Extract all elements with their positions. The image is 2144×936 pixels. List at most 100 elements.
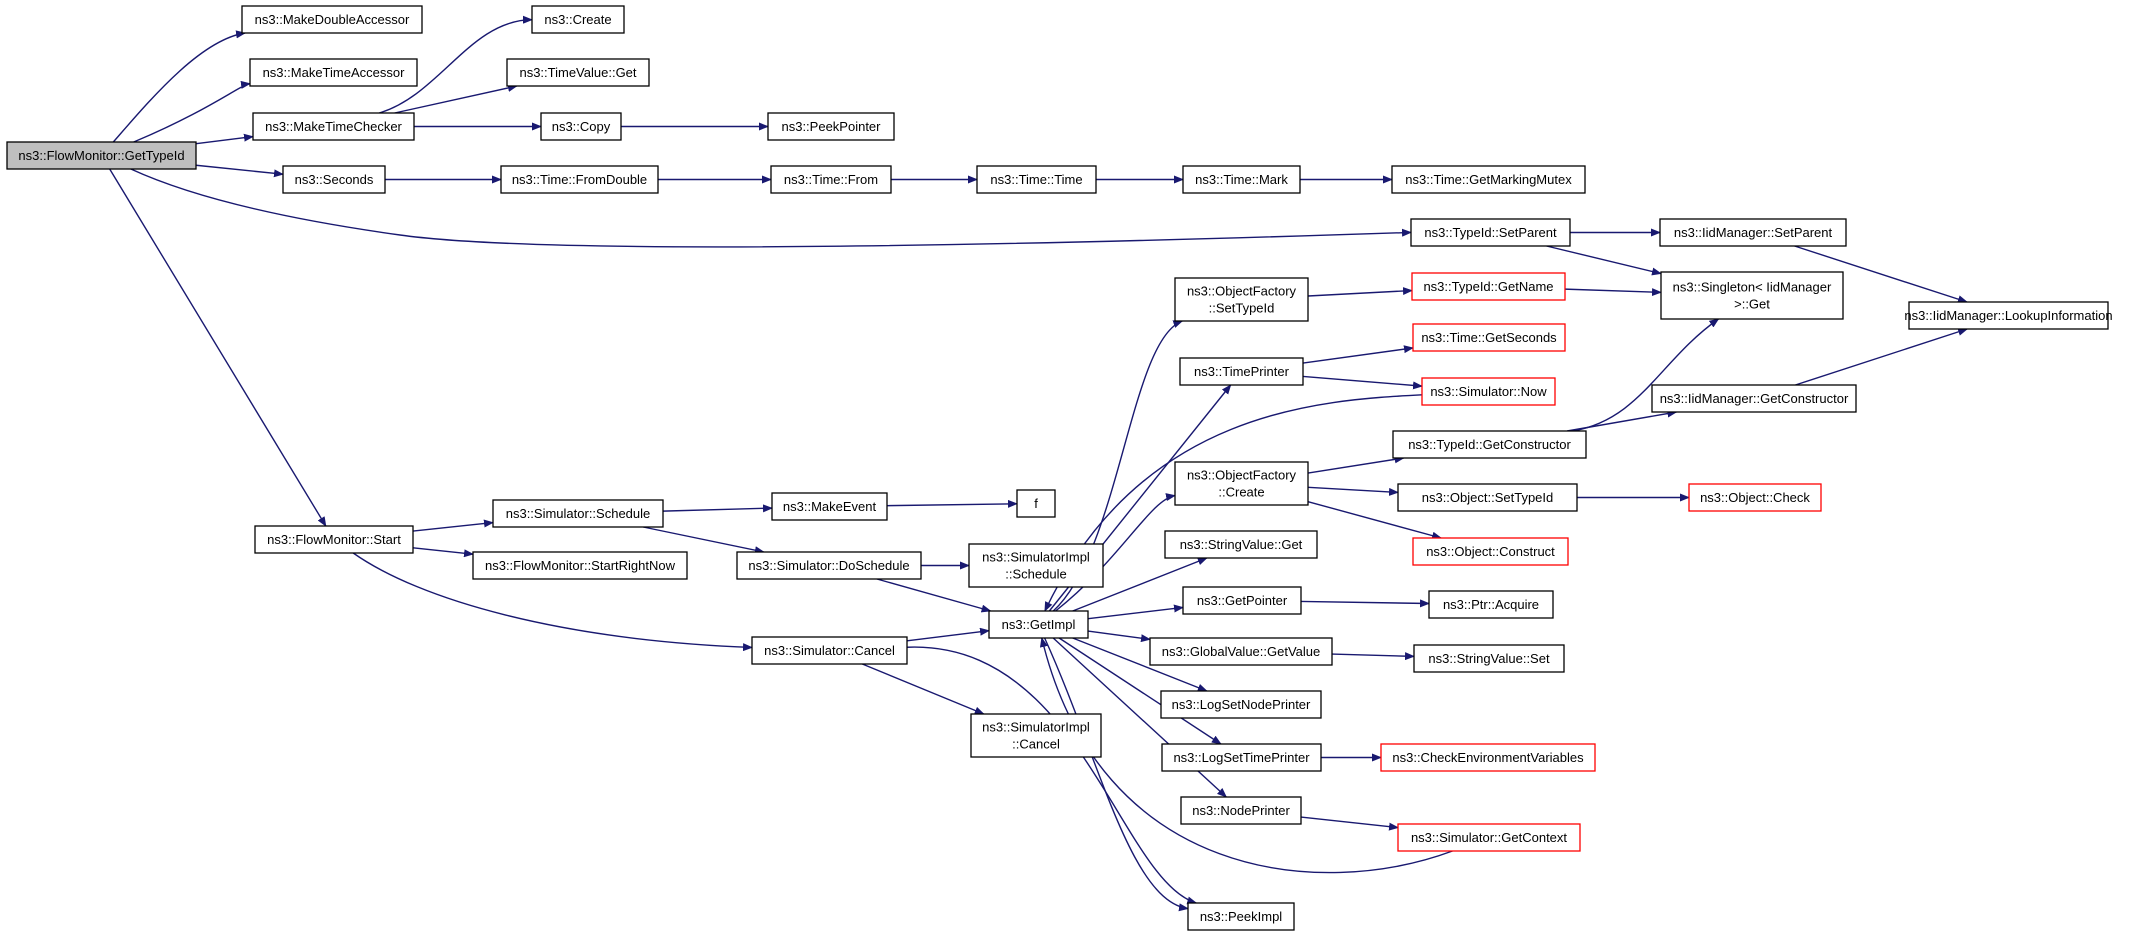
node-makeEvent[interactable]: ns3::MakeEvent	[771, 492, 888, 521]
node-simImplSchedule[interactable]: ns3::SimulatorImpl::Schedule	[968, 543, 1104, 588]
node-label: ns3::Time::GetMarkingMutex	[1405, 172, 1572, 187]
node-label: ns3::IidManager::SetParent	[1674, 225, 1833, 240]
node-label: ::SetTypeId	[1209, 301, 1275, 316]
node-logSetTimePrinter[interactable]: ns3::LogSetTimePrinter	[1161, 743, 1322, 772]
node-stringValueSet[interactable]: ns3::StringValue::Set	[1413, 644, 1565, 673]
node-simDoSchedule[interactable]: ns3::Simulator::DoSchedule	[736, 551, 922, 580]
edge-simCancel-to-peekImpl	[906, 646, 1198, 905]
node-getTypeId[interactable]: ns3::FlowMonitor::GetTypeId	[6, 141, 197, 170]
node-timePrinter[interactable]: ns3::TimePrinter	[1179, 357, 1304, 386]
edge-getImpl-to-getPointer	[1087, 604, 1184, 620]
node-getPointer[interactable]: ns3::GetPointer	[1182, 586, 1302, 615]
node-timeTime[interactable]: ns3::Time::Time	[976, 165, 1097, 194]
node-timeFromDouble[interactable]: ns3::Time::FromDouble	[500, 165, 659, 194]
node-logSetNodePrinter[interactable]: ns3::LogSetNodePrinter	[1160, 690, 1322, 719]
node-singletonGet[interactable]: ns3::Singleton< IidManager>::Get	[1660, 271, 1844, 320]
node-box	[1659, 218, 1847, 247]
node-label: ns3::IidManager::LookupInformation	[1904, 308, 2112, 323]
node-seconds[interactable]: ns3::Seconds	[282, 165, 386, 194]
node-makeTimeAccessor[interactable]: ns3::MakeTimeAccessor	[249, 58, 418, 87]
node-iidGetConstructor[interactable]: ns3::IidManager::GetConstructor	[1651, 384, 1857, 413]
node-iidSetParent[interactable]: ns3::IidManager::SetParent	[1659, 218, 1847, 247]
node-label: ns3::FlowMonitor::StartRightNow	[485, 558, 676, 573]
node-flowMonitorStart[interactable]: ns3::FlowMonitor::Start	[254, 525, 414, 554]
node-objectConstruct[interactable]: ns3::Object::Construct	[1412, 537, 1569, 566]
node-create[interactable]: ns3::Create	[531, 5, 625, 34]
node-box	[1174, 461, 1309, 506]
node-ofCreate[interactable]: ns3::ObjectFactory::Create	[1174, 461, 1309, 506]
node-simImplCancel[interactable]: ns3::SimulatorImpl::Cancel	[970, 713, 1102, 758]
edge-iidGetConstructor-to-iidLookup	[1795, 327, 1969, 386]
node-box	[1660, 271, 1844, 320]
node-objectCheck[interactable]: ns3::Object::Check	[1688, 483, 1822, 512]
node-box	[1428, 590, 1554, 619]
node-objectSetTypeId[interactable]: ns3::Object::SetTypeId	[1397, 483, 1578, 512]
node-box	[1187, 902, 1295, 931]
node-box	[970, 713, 1102, 758]
node-label: ns3::Simulator::GetContext	[1411, 830, 1567, 845]
node-ofSetTypeId[interactable]: ns3::ObjectFactory::SetTypeId	[1174, 277, 1309, 322]
node-peekPointer[interactable]: ns3::PeekPointer	[767, 112, 895, 141]
node-typeIdGetConstructor[interactable]: ns3::TypeId::GetConstructor	[1392, 430, 1587, 459]
edge-simSchedule-to-simDoSchedule	[643, 526, 765, 555]
node-getImpl[interactable]: ns3::GetImpl	[988, 610, 1089, 639]
node-label: ns3::Time::GetSeconds	[1421, 330, 1557, 345]
node-box	[1412, 323, 1566, 352]
node-peekImpl[interactable]: ns3::PeekImpl	[1187, 902, 1295, 931]
node-box	[254, 525, 414, 554]
node-simCancel[interactable]: ns3::Simulator::Cancel	[751, 636, 908, 665]
node-stringValueGet[interactable]: ns3::StringValue::Get	[1164, 530, 1318, 559]
node-box	[1174, 277, 1309, 322]
node-box	[1380, 743, 1596, 772]
node-timeMark[interactable]: ns3::Time::Mark	[1182, 165, 1301, 194]
node-box	[1149, 637, 1333, 666]
node-copy[interactable]: ns3::Copy	[540, 112, 622, 141]
node-timeValueGet[interactable]: ns3::TimeValue::Get	[506, 58, 650, 87]
node-makeTimeChecker[interactable]: ns3::MakeTimeChecker	[252, 112, 415, 141]
node-label: ns3::LogSetNodePrinter	[1172, 697, 1311, 712]
node-label: ns3::Time::From	[784, 172, 878, 187]
node-label: ns3::TimePrinter	[1194, 364, 1290, 379]
node-f[interactable]: f	[1016, 489, 1056, 518]
edge-getTypeId-to-typeIdSetParent	[130, 168, 1412, 248]
node-label: ns3::SimulatorImpl	[982, 550, 1090, 565]
node-box	[968, 543, 1104, 588]
node-box	[1410, 218, 1571, 247]
edge-simulatorNow-to-getImpl	[1044, 394, 1423, 612]
node-globalValueGetValue[interactable]: ns3::GlobalValue::GetValue	[1149, 637, 1333, 666]
node-label: ns3::MakeEvent	[783, 499, 877, 514]
node-label: ns3::ObjectFactory	[1187, 284, 1297, 299]
node-typeIdGetName[interactable]: ns3::TypeId::GetName	[1411, 272, 1566, 301]
edge-getTypeId-to-makeTimeAccessor	[133, 80, 251, 143]
node-simGetContext[interactable]: ns3::Simulator::GetContext	[1397, 823, 1581, 852]
node-simulatorNow[interactable]: ns3::Simulator::Now	[1421, 377, 1556, 406]
node-label: ns3::Time::Mark	[1195, 172, 1288, 187]
node-label: ns3::Simulator::Schedule	[506, 506, 651, 521]
node-timeGetMarkingMutex[interactable]: ns3::Time::GetMarkingMutex	[1391, 165, 1586, 194]
node-makeDoubleAccessor[interactable]: ns3::MakeDoubleAccessor	[241, 5, 423, 34]
node-label: ns3::GlobalValue::GetValue	[1162, 644, 1321, 659]
edge-getPointer-to-ptrAcquire	[1300, 599, 1430, 608]
node-label: ns3::Time::Time	[990, 172, 1082, 187]
node-box	[500, 165, 659, 194]
node-typeIdSetParent[interactable]: ns3::TypeId::SetParent	[1410, 218, 1571, 247]
node-box	[771, 492, 888, 521]
node-iidLookup[interactable]: ns3::IidManager::LookupInformation	[1904, 301, 2113, 330]
edge-getImpl-to-peekImpl	[1043, 637, 1189, 912]
node-nodePrinter[interactable]: ns3::NodePrinter	[1180, 796, 1302, 825]
node-label: >::Get	[1734, 297, 1770, 312]
node-box	[736, 551, 922, 580]
node-startRightNow[interactable]: ns3::FlowMonitor::StartRightNow	[472, 551, 688, 580]
node-box	[6, 141, 197, 170]
node-timeFrom[interactable]: ns3::Time::From	[770, 165, 892, 194]
node-label: ns3::TimeValue::Get	[519, 65, 636, 80]
edge-ofCreate-to-objectConstruct	[1307, 500, 1443, 540]
node-simSchedule[interactable]: ns3::Simulator::Schedule	[492, 499, 664, 528]
node-label: ns3::Object::Check	[1700, 490, 1810, 505]
edge-ofCreate-to-typeIdGetConstructor	[1307, 455, 1405, 474]
node-label: ns3::StringValue::Get	[1180, 537, 1303, 552]
node-checkEnvVars[interactable]: ns3::CheckEnvironmentVariables	[1380, 743, 1596, 772]
node-ptrAcquire[interactable]: ns3::Ptr::Acquire	[1428, 590, 1554, 619]
node-timeGetSeconds[interactable]: ns3::Time::GetSeconds	[1412, 323, 1566, 352]
node-label: ns3::Seconds	[295, 172, 374, 187]
